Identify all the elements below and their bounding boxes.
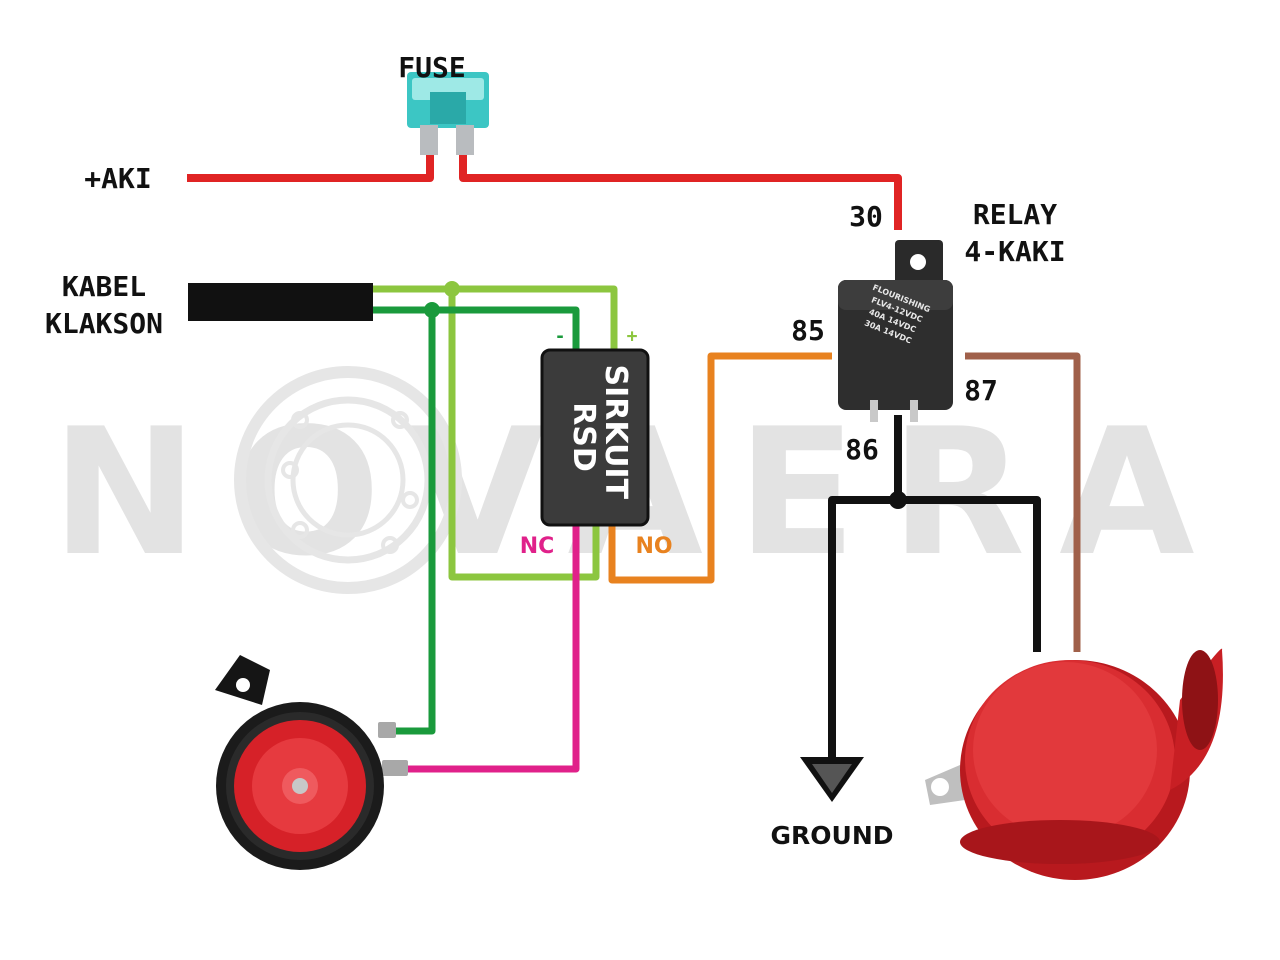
horn-cable-label-1: KABEL (62, 270, 146, 303)
junction-dot (889, 491, 907, 509)
ground-label: GROUND (771, 821, 894, 850)
circuit-module-name: SIRKUIT RSD (566, 364, 633, 509)
relay-87-wire (965, 352, 1081, 652)
nc-label: NC (520, 534, 555, 559)
circuit-module-body (540, 348, 650, 527)
labels: FUSE +AKI KABEL KLAKSON RELAY 4-KAKI 30 … (45, 51, 1066, 850)
dark-green-horn-wire (394, 310, 436, 735)
ground-symbol-inner (812, 764, 852, 793)
circuit-plus-label: + (627, 326, 638, 347)
horn-cable-label-2: KLAKSON (45, 307, 163, 340)
fuse-icon (407, 72, 489, 155)
relay-title-1: RELAY (973, 198, 1057, 231)
big-horn-icon (925, 648, 1223, 880)
nc-wire (408, 525, 580, 773)
pin-86-label: 86 (845, 433, 879, 466)
pin-87-label: 87 (964, 374, 998, 407)
ground-branch-wire (828, 496, 1041, 765)
relay-icon: FLOURISHING FLV4-12VDC 40A 14VDC 30A 14V… (838, 240, 953, 422)
dark-green-wire (372, 306, 580, 350)
circuit-module: SIRKUIT RSD - + NC NO (520, 326, 673, 559)
no-wire (608, 352, 832, 584)
fuse-label: FUSE (398, 51, 465, 84)
light-green-loop (448, 289, 600, 581)
fuse-to-relay-wire (459, 152, 902, 230)
battery-label: +AKI (84, 162, 151, 195)
relay-title-2: 4-KAKI (964, 235, 1065, 268)
pin-85-label: 85 (791, 314, 825, 347)
pin-30-label: 30 (849, 200, 883, 233)
junction-dot (424, 302, 440, 318)
circuit-minus-label: - (555, 326, 566, 347)
wires (187, 152, 1081, 773)
battery-wire (187, 152, 434, 182)
no-label: NO (635, 534, 672, 559)
watermark-gear-icon (234, 366, 462, 594)
junction-dot (444, 281, 460, 297)
junctions (424, 281, 907, 509)
horn-cable-sleeve (188, 283, 373, 321)
small-horn-icon (215, 655, 408, 870)
